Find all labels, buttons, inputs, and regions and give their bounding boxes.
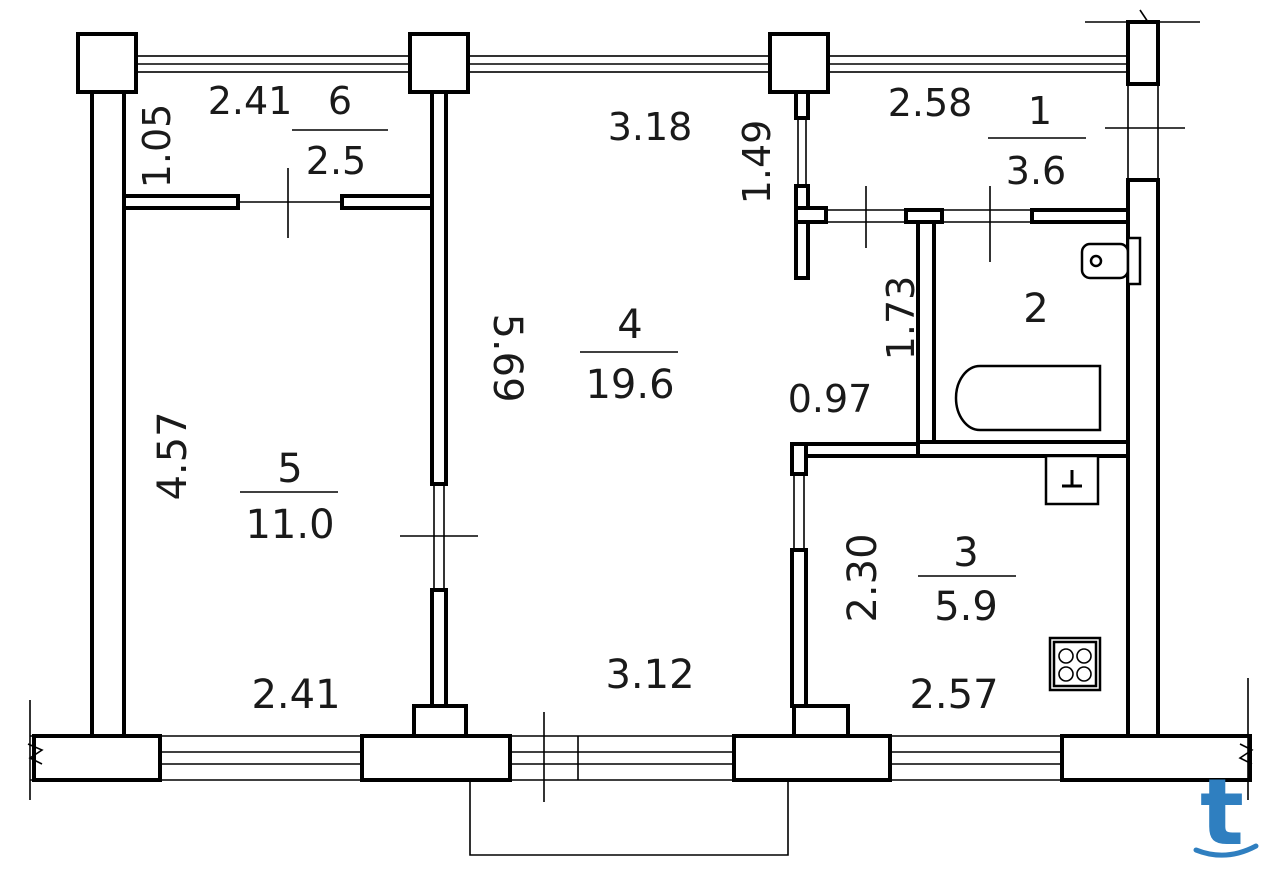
dimension-label: 3.18 [608,105,693,149]
column-top-right [768,32,830,94]
room-area: 3.6 [1006,149,1066,193]
dimension-label: 2.41 [208,79,293,123]
watermark-glyph: t [1200,759,1244,866]
bathroom-walls [916,220,1130,458]
partition-room4-room1 [794,90,828,280]
bathtub-icon [954,364,1102,432]
dimension-label: 2.57 [909,672,998,718]
dimension-label: 4.57 [150,411,196,500]
room-area: 2.5 [306,139,366,183]
left-exterior-wall [90,90,126,738]
top-right-break-mark [1085,9,1200,180]
dimension-label: 1.73 [879,276,923,361]
toilet-icon [1080,236,1142,286]
top-exterior-wall [134,55,1136,73]
dimension-label: 2.58 [888,81,973,125]
room-number: 5 [277,446,302,492]
dimension-label: 1.49 [735,120,779,205]
watermark-logo: t [1193,759,1259,866]
partition-room5-room4 [400,90,478,738]
room-5-label: 5 11.0 [240,446,338,548]
room-area: 5.9 [934,584,998,630]
kitchen-sink-icon [1044,454,1100,506]
room-3-label: 3 5.9 [918,530,1016,630]
partition-room4-room3 [790,442,920,738]
dimension-label: 1.05 [135,104,179,189]
dimension-label: 2.41 [251,672,340,718]
dimension-label: 5.69 [484,313,530,402]
room-2-label: 2 [1023,286,1048,332]
room-4-label: 4 19.6 [580,302,678,408]
room-6-label: 6 2.5 [292,79,388,183]
dimension-label: 3.12 [605,652,694,698]
balcony [469,780,789,856]
column-top-middle [408,32,470,94]
column-top-left [76,32,138,94]
room-area: 19.6 [585,362,674,408]
partition-room1-room2 [826,186,1130,262]
stove-icon [1048,636,1102,692]
dimension-label: 0.97 [788,377,873,421]
partition-room6-room5 [122,168,434,238]
room-number: 6 [328,79,352,123]
room-1-label: 1 3.6 [988,89,1086,193]
dimension-label: 2.30 [840,533,886,622]
room-number: 4 [617,302,642,348]
room-area: 11.0 [245,502,334,548]
room-number: 1 [1028,89,1052,133]
room-number: 2 [1023,286,1048,332]
room-number: 3 [953,530,978,576]
